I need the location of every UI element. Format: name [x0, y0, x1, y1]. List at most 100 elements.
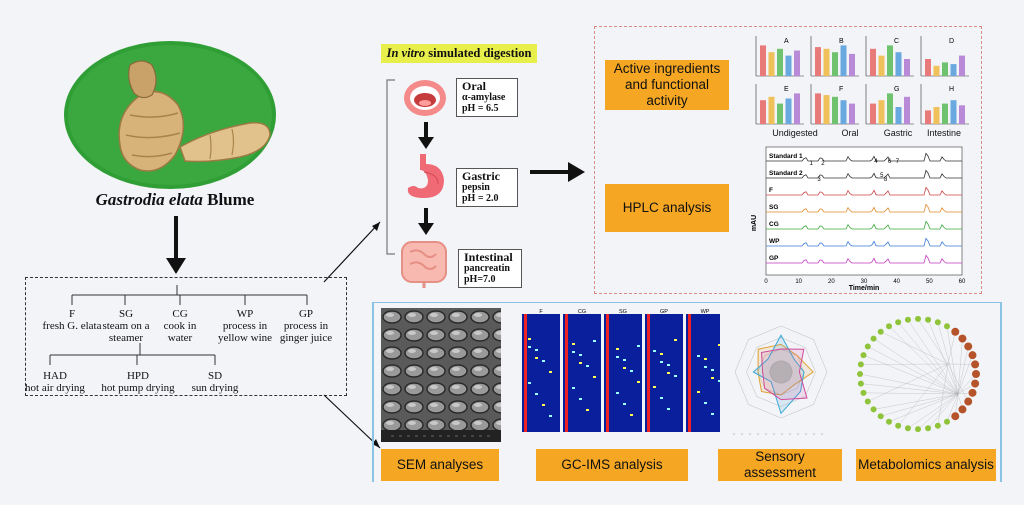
network-edge [946, 393, 959, 422]
network-node [944, 323, 950, 330]
lower-left-line [372, 302, 374, 482]
network-node [877, 413, 884, 420]
proc-code: F [68, 308, 76, 320]
down-arrow-icon [166, 216, 186, 274]
bar [887, 45, 893, 76]
network-node [972, 370, 980, 378]
network-node [886, 323, 892, 330]
bar [904, 96, 910, 124]
dry-SD: SD sun drying [180, 370, 250, 394]
bar [895, 52, 902, 76]
chromatogram-trace [766, 254, 962, 264]
sensory-label: Sensory assessment [743, 449, 817, 480]
network-node [857, 380, 864, 387]
heatmap-spot [623, 367, 626, 369]
heatmap-spot [697, 355, 700, 357]
heatmap-label: F [539, 309, 543, 315]
heatmap-spot [579, 398, 582, 400]
active-ingredients-label: Active ingredients and functional activi… [613, 61, 721, 108]
mouth-icon [404, 80, 446, 116]
peak-label: 7 [896, 159, 900, 165]
stage-enzyme: pepsin [462, 182, 490, 193]
heatmap-spot [674, 339, 677, 341]
network-edge [957, 373, 977, 395]
network-edge [898, 322, 959, 395]
phase-label: Gastric [883, 128, 913, 138]
bar [904, 59, 910, 76]
network-node [895, 422, 902, 429]
phase-label: Undigested [772, 128, 818, 138]
radar-grid [734, 325, 828, 419]
panel-letter: G [894, 86, 899, 93]
heatmap-spot [542, 360, 545, 362]
heatmap-spot [579, 354, 582, 356]
network-node [925, 316, 932, 323]
phase-label: Intestine [926, 128, 962, 138]
dry-code: HAD [43, 370, 67, 382]
heatmap-spot [528, 382, 531, 384]
trace-label: SG [769, 204, 778, 211]
network-edge [937, 322, 959, 395]
bar [840, 100, 847, 124]
x-tick-label: 30 [861, 279, 868, 285]
heatmap-panel [645, 314, 683, 432]
heatmap-rip [606, 314, 609, 432]
proc-code: CG [172, 308, 188, 320]
x-tick-label: 60 [959, 279, 966, 285]
proc-code: GP [298, 308, 314, 320]
bar [895, 107, 902, 124]
tuber-2 [179, 122, 271, 163]
bar [933, 107, 940, 124]
trace-label: GP [769, 255, 779, 262]
heatmap-spot [616, 348, 619, 350]
bar [760, 45, 766, 76]
arrow-down-icon [418, 122, 434, 149]
heatmap-spot [718, 380, 720, 382]
heatmap-spot [623, 403, 626, 405]
heatmap-rip [524, 314, 527, 432]
network-node [860, 352, 867, 359]
panel-letter: A [784, 38, 789, 45]
panel-letter: E [784, 86, 789, 93]
bar [768, 96, 775, 124]
chromatogram-trace [766, 152, 962, 162]
network-edge [917, 393, 959, 430]
hplc-label: HPLC analysis [622, 200, 712, 215]
connector-lines [323, 221, 381, 449]
heatmap-spot [572, 387, 575, 389]
species-name: Gastrodia elata Blume [70, 190, 280, 210]
network-node [904, 316, 911, 323]
heatmap-spot [630, 414, 633, 416]
bar [760, 100, 766, 124]
bar [870, 48, 876, 76]
network-edge [888, 393, 959, 422]
heatmap-spot [653, 386, 656, 388]
heatmap-spot [579, 362, 582, 364]
sem-label: SEM analyses [396, 457, 484, 472]
stage-ph: pH=7.0 [464, 274, 496, 285]
panel-letter: F [839, 86, 843, 93]
heatmap-label: GP [660, 309, 668, 315]
heatmap-spot [637, 345, 640, 347]
network-edge [927, 319, 959, 395]
heatmap-spot [653, 350, 656, 352]
lower-top-line [372, 302, 1002, 303]
chromatogram-trace [766, 237, 962, 247]
proc-desc: fresh G. elata [42, 320, 102, 332]
network-node [886, 418, 892, 425]
network-node [870, 335, 877, 342]
bar [794, 93, 800, 124]
bar [942, 103, 948, 124]
x-tick-label: 10 [795, 279, 802, 285]
peak-label: 8 [884, 177, 888, 183]
bar [823, 48, 830, 76]
x-tick-label: 20 [828, 279, 835, 285]
heatmap-spot [586, 409, 589, 411]
bar [815, 93, 821, 124]
heatmap-spot [660, 353, 663, 355]
heatmap-spot [697, 391, 700, 393]
proc-code: SG [118, 308, 134, 320]
heatmap-spot [667, 372, 670, 374]
